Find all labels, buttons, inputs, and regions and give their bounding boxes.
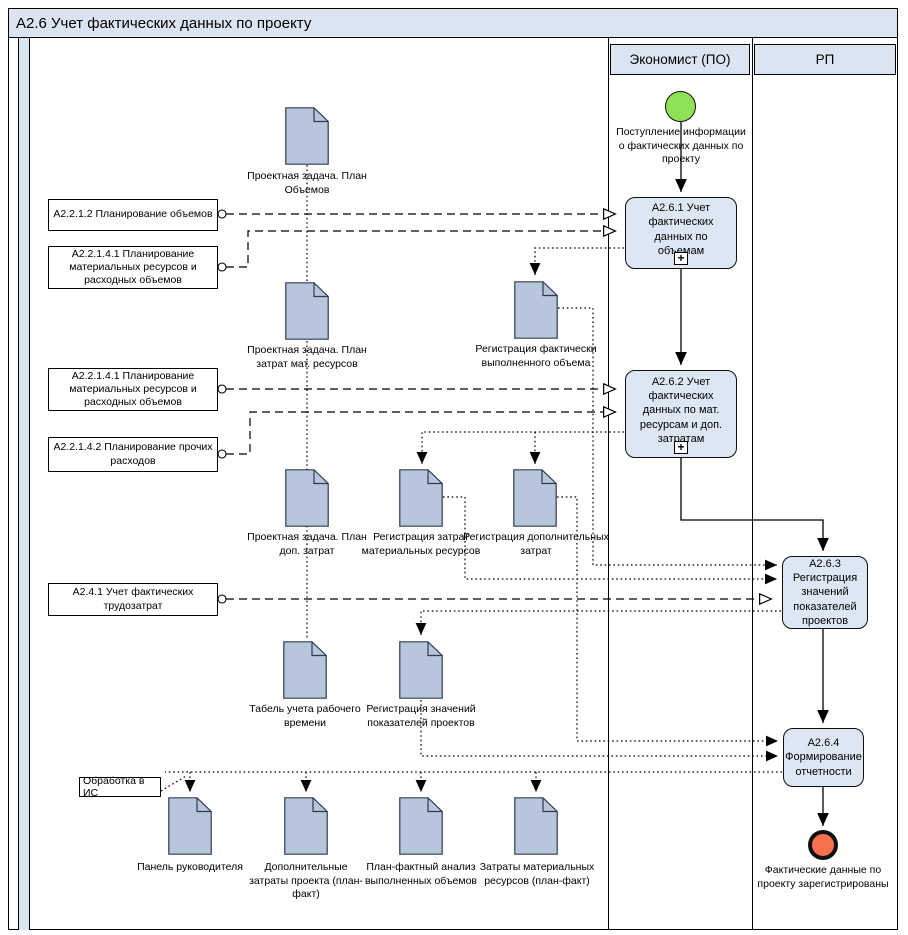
document-icon: [283, 641, 327, 699]
task-a2-6-1-label: A2.6.1 Учет фактических данных по объема…: [648, 201, 714, 257]
subprocess-plus-icon[interactable]: +: [674, 252, 688, 265]
document-plan-material-costs[interactable]: [285, 282, 329, 345]
document-icon: [513, 469, 557, 527]
document-additional-costs-plan-fact[interactable]: [284, 797, 328, 860]
lane-divider: [752, 38, 753, 930]
sequence-flows: [675, 122, 829, 826]
annotation-processing-in-is: Обработка в ИС: [79, 775, 161, 799]
document-material-costs-plan-fact[interactable]: [514, 797, 558, 860]
document-actual-volume-registration[interactable]: [514, 281, 558, 344]
reference-a2-2-1-2[interactable]: A2.2.1.2 Планирование объемов: [48, 199, 218, 231]
data-associations: [160, 165, 782, 792]
document-label: Регистрация значений показателей проекто…: [366, 703, 476, 729]
document-label: Регистрация фактически выполненного объе…: [475, 343, 597, 369]
end-event[interactable]: [808, 830, 838, 860]
lane-header-economist: Экономист (ПО): [610, 44, 750, 75]
document-timesheet[interactable]: [283, 641, 327, 704]
document-label: Панель руководителя: [137, 861, 243, 873]
pool-label-strip: [18, 38, 30, 930]
document-label: Регистрация затрат материальных ресурсов: [361, 531, 481, 557]
document-icon: [514, 797, 558, 855]
reference-a2-2-1-4-1b[interactable]: A2.2.1.4.1 Планирование материальных рес…: [48, 368, 218, 411]
document-plan-additional-costs[interactable]: [285, 469, 329, 532]
interface-flows: [226, 214, 772, 599]
document-label: Проектная задача. План доп. затрат: [247, 531, 367, 557]
task-a2-6-2[interactable]: A2.6.2 Учет фактических данных по мат. р…: [625, 370, 737, 458]
document-label: Дополнительные затраты проекта (план-фак…: [249, 861, 363, 901]
task-a2-6-4[interactable]: A2.6.4 Формирование отчетности: [783, 728, 864, 787]
lane-divider: [608, 38, 609, 930]
task-a2-6-3-label: A2.6.3 Регистрация значений показателей …: [792, 557, 858, 627]
document-label: Проектная задача. План Объемов: [247, 170, 367, 196]
document-additional-costs-registration[interactable]: [513, 469, 557, 532]
document-label: Табель учета рабочего времени: [249, 703, 361, 729]
document-icon: [285, 469, 329, 527]
document-plan-volumes[interactable]: [285, 107, 329, 170]
document-icon: [284, 797, 328, 855]
document-icon: [168, 797, 212, 855]
document-material-costs-registration[interactable]: [399, 469, 443, 532]
start-event[interactable]: [665, 91, 696, 122]
flow-source-circles: [217, 209, 227, 604]
document-manager-panel[interactable]: [168, 797, 212, 860]
document-label: Регистрация дополнительных затрат: [463, 531, 609, 557]
reference-a2-2-1-4-1[interactable]: A2.2.1.4.1 Планирование материальных рес…: [48, 246, 218, 289]
diagram-title: A2.6 Учет фактических данных по проекту: [8, 8, 898, 38]
lane-header-rp: РП: [754, 44, 896, 75]
document-icon: [399, 641, 443, 699]
subprocess-plus-icon[interactable]: +: [674, 441, 688, 454]
document-label: Проектная задача. План затрат мат. ресур…: [247, 344, 367, 370]
task-a2-6-4-label: A2.6.4 Формирование отчетности: [785, 737, 862, 778]
start-event-label: Поступление информации о фактических дан…: [616, 126, 746, 166]
document-icon: [285, 107, 329, 165]
document-plan-fact-volume-analysis[interactable]: [399, 797, 443, 860]
document-icon: [399, 469, 443, 527]
document-icon: [285, 282, 329, 340]
reference-a2-2-1-4-2[interactable]: A2.2.1.4.2 Планирование прочих расходов: [48, 437, 218, 472]
reference-a2-4-1[interactable]: A2.4.1 Учет фактических трудозатрат: [48, 583, 218, 616]
task-a2-6-2-label: A2.6.2 Учет фактических данных по мат. р…: [639, 375, 723, 445]
document-label: План-фактный анализ выполненных объемов: [364, 861, 478, 887]
task-a2-6-3[interactable]: A2.6.3 Регистрация значений показателей …: [782, 556, 868, 629]
end-event-label: Фактические данные по проекту зарегистри…: [757, 864, 889, 890]
document-label: Затраты материальных ресурсов (план-факт…: [479, 861, 595, 887]
document-icon: [514, 281, 558, 339]
document-icon: [399, 797, 443, 855]
document-indicators-registration[interactable]: [399, 641, 443, 704]
task-a2-6-1[interactable]: A2.6.1 Учет фактических данных по объема…: [625, 197, 737, 269]
